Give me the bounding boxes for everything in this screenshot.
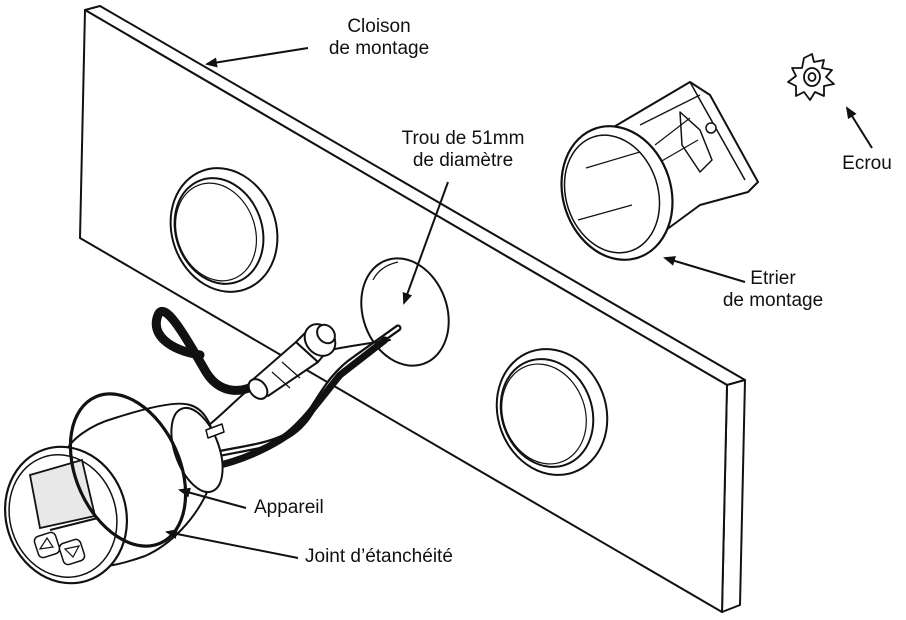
gauge-wires (151, 307, 402, 474)
nut-part (787, 53, 835, 101)
arrow-hole (402, 181, 449, 305)
label-gasket: Joint d’étanchéité (305, 546, 453, 567)
gauge-bezel (3, 445, 129, 585)
mounting-bracket (560, 81, 759, 261)
gasket-ring (68, 392, 188, 548)
leader-arrows (165, 47, 873, 559)
arrow-panel (205, 47, 309, 68)
gauge-buttons (33, 531, 86, 566)
sensor-connector (247, 323, 337, 400)
arrow-gauge (178, 487, 247, 509)
arrow-nut (845, 106, 873, 149)
panel-hole-right (495, 348, 609, 476)
label-mounting-panel: Cloison de montage (328, 16, 430, 59)
label-mounting-hole: Trou de 51mm de diamètre (401, 128, 525, 171)
label-nut: Ecrou (842, 153, 892, 174)
label-gauge: Appareil (254, 497, 324, 518)
label-mounting-bracket: Etrier de montage (722, 268, 824, 311)
panel-hole-left (169, 167, 279, 293)
arrow-bracket (663, 256, 746, 283)
arrow-gasket (165, 529, 299, 559)
